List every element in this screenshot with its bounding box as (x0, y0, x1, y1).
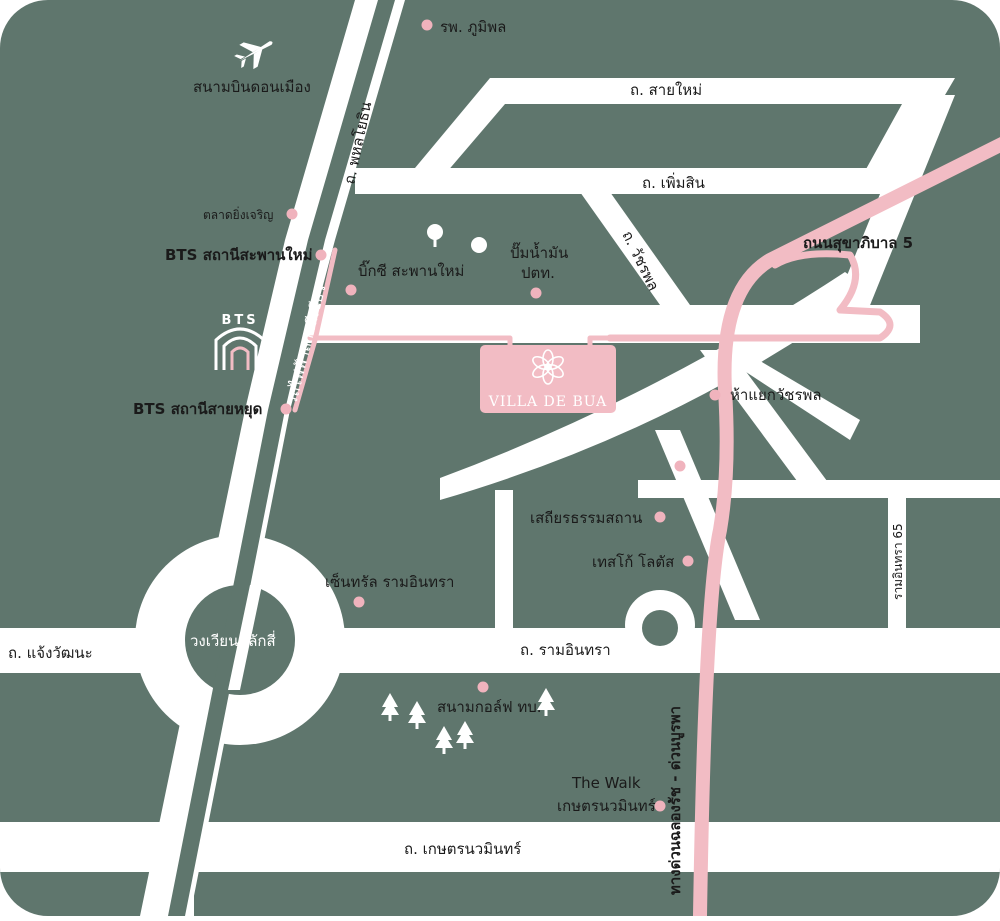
road-phoem-sin (355, 168, 915, 194)
label-bts-saphan-mai: BTS สถานีสะพานใหม่ (165, 246, 312, 264)
airplane-icon (234, 41, 273, 70)
label-road-ram-intra: ถ. รามอินทรา (520, 641, 611, 659)
road-inner-horizontal (638, 480, 1000, 498)
label-army-golf-course: สนามกอล์ฟ ทบ. (437, 698, 542, 716)
label-road-sukhaphiban-5: ถนนสุขาภิบาล 5 (803, 234, 913, 253)
label-watcharaphon-intersection: ห้าแยกวัชรพล (730, 386, 822, 404)
poi-dot-ying-charoen[interactable] (286, 208, 298, 220)
label-expressway: ทางด่วนฉลองรัช - ด่วนบูรพา (666, 706, 685, 895)
expressway-route (693, 133, 1000, 916)
road-ram-intra-65 (888, 495, 906, 630)
poi-dot-bts-sai-yud[interactable] (280, 403, 292, 415)
poi-dot-unnamed[interactable] (674, 460, 686, 472)
label-the-walk-line1: The Walk (571, 774, 641, 792)
poi-dot-tesco[interactable] (682, 555, 694, 567)
poi-dot-the-walk[interactable] (654, 800, 666, 812)
venue-box[interactable] (480, 345, 616, 413)
label-the-walk-line2: เกษตรนวมินทร์ (557, 797, 656, 815)
poi-dot-bhumibol[interactable] (421, 19, 433, 31)
label-road-kaset-nawamin: ถ. เกษตรนวมินทร์ (404, 840, 521, 858)
label-road-chaeng-watthana: ถ. แจ้งวัฒนะ (8, 644, 93, 662)
label-road-phoem-sin: ถ. เพิ่มสิน (642, 172, 705, 192)
label-don-mueang-airport: สนามบินดอนเมือง (193, 78, 311, 96)
marker-icon (471, 237, 487, 253)
label-tesco-lotus: เทสโก้ โลตัส (592, 553, 674, 571)
road-sai-mai (405, 78, 955, 180)
sukhaphiban-5-route (606, 250, 894, 342)
label-sathian-dharma-sathan: เสถียรธรรมสถาน (530, 509, 642, 527)
road-phahonyothin-circle-gap (228, 585, 262, 690)
label-lak-si-circle: วงเวียนหลักสี่ (190, 630, 276, 650)
label-road-sai-mai: ถ. สายใหม่ (630, 81, 702, 99)
tree-icon (381, 688, 555, 754)
poi-dot-watcharaphon[interactable] (709, 389, 721, 401)
venue-name: VILLA DE BUA (488, 394, 607, 410)
lotus-icon (532, 349, 564, 385)
bts-logo-text: BTS (221, 313, 258, 328)
road-diagonal-2 (655, 430, 760, 620)
poi-dot-sathian[interactable] (654, 511, 666, 523)
road-right-branch (720, 355, 860, 440)
road-vertical-left (495, 490, 513, 630)
pin-icon (427, 224, 443, 247)
label-big-c: บิ๊กซี สะพานใหม่ (358, 260, 464, 280)
road-diagonal-1 (700, 350, 830, 485)
label-ying-charoen-market: ตลาดยิ่งเจริญ (203, 206, 273, 222)
road-loop-center (642, 610, 678, 646)
poi-dot-bts-saphan-mai[interactable] (315, 249, 327, 261)
label-central-ram-intra: เซ็นทรัล รามอินทรา (325, 572, 454, 591)
poi-dot-golf[interactable] (477, 681, 489, 693)
label-ptt-line2: ปตท. (521, 264, 555, 282)
bts-green-line (292, 247, 338, 413)
poi-dot-big-c[interactable] (345, 284, 357, 296)
label-bhumibol-hospital: รพ. ภูมิพล (440, 18, 506, 36)
bts-logo-icon: BTS (214, 313, 266, 370)
road-watcharaphon (580, 192, 690, 305)
road-ram-intra-arc (440, 272, 870, 500)
road-phahonyothin-median (168, 0, 395, 916)
label-road-ram-intra-65: รามอินทรา 65 (891, 523, 905, 600)
label-bts-sai-yud: BTS สถานีสายหยุด (133, 400, 262, 419)
road-kaset-nawamin (0, 822, 1000, 872)
poi-dot-ptt[interactable] (530, 287, 542, 299)
label-ptt-line1: ปั๊มน้ำมัน (510, 242, 568, 262)
poi-dot-central[interactable] (353, 596, 365, 608)
